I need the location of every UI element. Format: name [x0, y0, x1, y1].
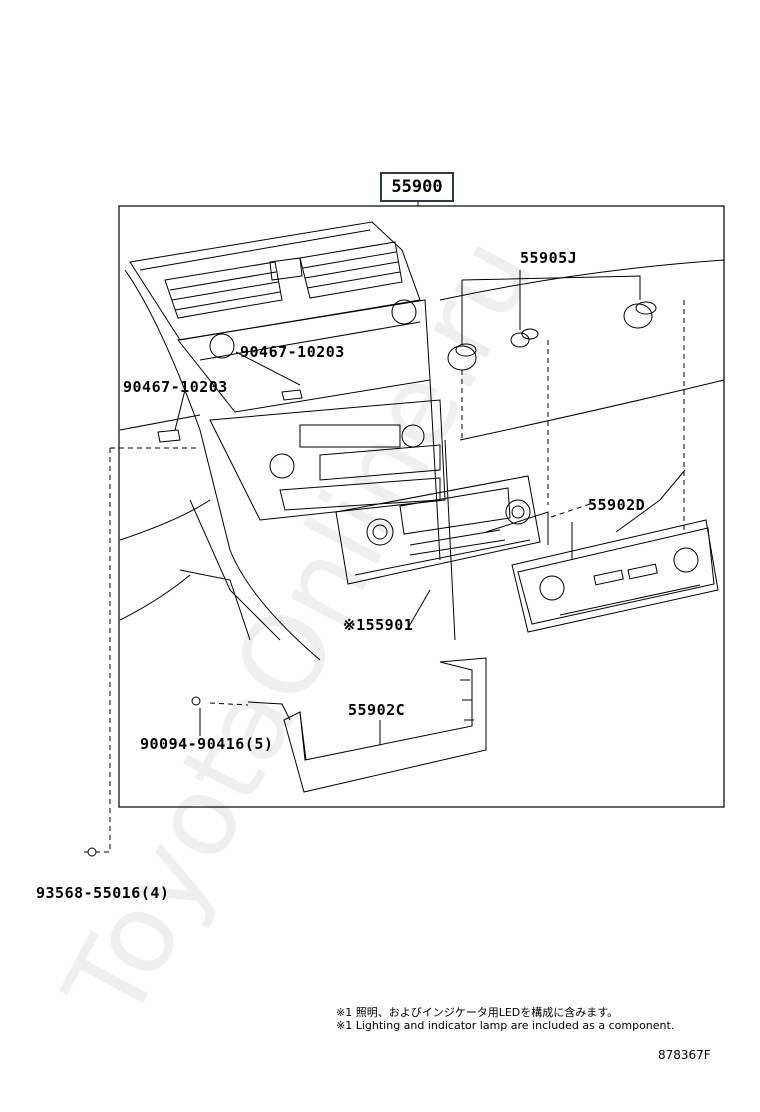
main-part-number[interactable]: 55900 — [380, 172, 454, 202]
clips-screws — [84, 389, 303, 857]
label-screw-small[interactable]: 90094-90416(5) — [140, 735, 274, 753]
label-screw-outer[interactable]: 93568-55016(4) — [36, 884, 170, 902]
label-knob[interactable]: 55905J — [520, 249, 578, 267]
leader-lines — [174, 270, 686, 745]
label-panel-right[interactable]: 55902D — [588, 496, 646, 514]
panel-right-drawing — [511, 519, 719, 633]
label-control-unit[interactable]: ※155901 — [343, 616, 414, 634]
dashed-guides — [96, 300, 685, 853]
assembly-frame — [118, 205, 725, 808]
label-panel-lower[interactable]: 55902C — [348, 701, 406, 719]
control-unit-drawing — [335, 475, 541, 585]
knobs-drawing — [447, 301, 657, 371]
diagram-code: 878367F — [658, 1048, 711, 1062]
dashboard-body — [119, 259, 725, 661]
panel-lower-drawing — [247, 657, 487, 793]
label-clip-left[interactable]: 90467-10203 — [123, 378, 228, 396]
label-clip-upper[interactable]: 90467-10203 — [240, 343, 345, 361]
note-english: ※1 Lighting and indicator lamp are inclu… — [336, 1019, 675, 1032]
note-japanese: ※1 照明、およびインジケータ用LEDを構成に含みます。 — [336, 1006, 619, 1019]
